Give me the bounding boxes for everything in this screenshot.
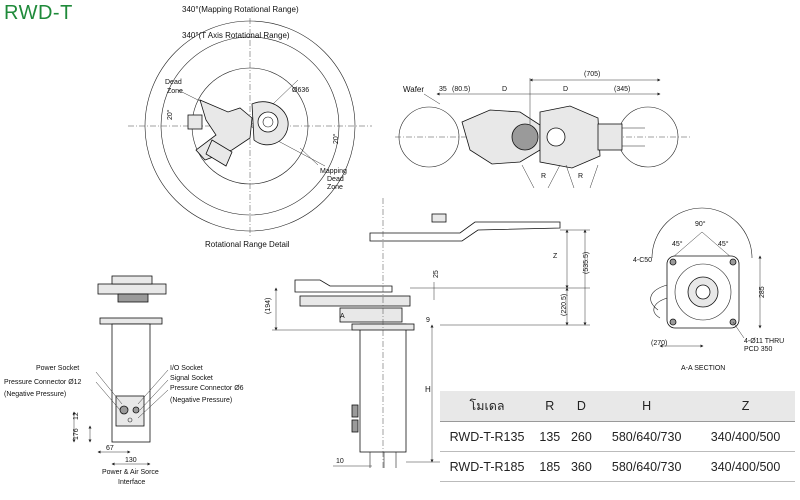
- dim-345: (345): [614, 86, 630, 93]
- model-title: RWD-T: [4, 2, 73, 24]
- dim-h: H: [425, 385, 431, 394]
- dim-d-2: D: [563, 86, 568, 93]
- diameter-label: Ø636: [292, 87, 309, 94]
- dim-705: (705): [584, 71, 600, 78]
- interface-caption-1: Power & Air Sorce: [102, 469, 159, 476]
- mapping-dead-zone-1: Mapping: [320, 168, 347, 175]
- dim-25: 25: [433, 270, 440, 278]
- mapping-dead-zone-2: Dead: [327, 176, 344, 183]
- dim-9: 9: [426, 317, 430, 324]
- wafer-label: Wafer: [403, 85, 424, 94]
- cell-h: 580/640/730: [597, 451, 697, 482]
- header-h: H: [597, 391, 697, 422]
- pressure-6-label: Pressure Connector Ø6: [170, 385, 244, 392]
- angle-90: 90°: [695, 220, 706, 228]
- arm-links: [461, 105, 645, 169]
- dim-535-5: (535.5): [583, 252, 590, 274]
- cell-z: 340/400/500: [696, 421, 795, 452]
- chamfer-label: 4-C50: [633, 257, 652, 264]
- section-a-a-view: 90° 45° 45° 4-C50 285 (270) 4-Ø11 THRU P…: [633, 207, 784, 372]
- dim-r-2: R: [578, 173, 583, 180]
- angle-right-label: 20°: [332, 133, 340, 144]
- dim-35: 35: [439, 86, 447, 93]
- io-socket-label: I/O Socket: [170, 365, 203, 372]
- spec-table: โมเดล R D H Z RWD-T-R135 135 260 580/640…: [440, 391, 795, 482]
- cell-z: 340/400/500: [696, 451, 795, 482]
- mapping-dead-zone-3: Zone: [327, 184, 343, 191]
- interface-view: Power Socket Pressure Connector Ø12 (Neg…: [4, 275, 244, 486]
- cell-model: RWD-T-R135: [440, 421, 534, 452]
- outer-range-label: 340°(Mapping Rotational Range): [182, 5, 299, 14]
- angle-left-label: 20°: [166, 109, 174, 120]
- holes-label-2: PCD 350: [744, 346, 773, 353]
- inner-range-label: 340°(T Axis Rotational Range): [182, 31, 290, 40]
- cell-h: 580/640/730: [597, 421, 697, 452]
- cell-model: RWD-T-R185: [440, 451, 534, 482]
- angle-45-a: 45°: [672, 240, 683, 248]
- header-r: R: [534, 391, 566, 422]
- rotational-range-view: 340°(Mapping Rotational Range) 340°(T Ax…: [128, 5, 372, 249]
- neg-pressure-1-label: (Negative Pressure): [4, 391, 66, 398]
- header-d: D: [565, 391, 598, 422]
- header-model: โมเดล: [440, 391, 534, 422]
- dim-194: (194): [265, 298, 272, 314]
- pressure-12-label: Pressure Connector Ø12: [4, 379, 82, 386]
- dim-12: 12: [73, 412, 80, 420]
- spec-table-header: โมเดล R D H Z: [440, 391, 795, 422]
- dead-zone-label-2: Zone: [167, 88, 183, 95]
- power-socket-label: Power Socket: [36, 365, 79, 372]
- dim-80-5: (80.5): [452, 86, 470, 93]
- cell-r: 135: [534, 421, 566, 452]
- dim-130: 130: [125, 457, 137, 464]
- dead-zone-label-1: Dead: [165, 79, 182, 86]
- dim-67: 67: [106, 445, 114, 452]
- dim-176: 176: [73, 428, 80, 440]
- dim-10: 10: [336, 458, 344, 465]
- dim-285: 285: [759, 286, 766, 298]
- table-row: RWD-T-R185 185 360 580/640/730 340/400/5…: [440, 451, 795, 482]
- signal-socket-label: Signal Socket: [170, 375, 213, 382]
- angle-45-b: 45°: [718, 240, 729, 248]
- holes-label-1: 4-Ø11 THRU: [744, 338, 784, 345]
- dim-z: Z: [553, 253, 558, 260]
- cell-r: 185: [534, 451, 566, 482]
- interface-caption-2: Interface: [118, 479, 145, 486]
- dim-d-1: D: [502, 86, 507, 93]
- cell-d: 260: [565, 421, 598, 452]
- section-mark: A: [340, 313, 345, 320]
- cell-d: 360: [565, 451, 598, 482]
- dim-r-1: R: [541, 173, 546, 180]
- dim-220-5: (220.5): [561, 294, 568, 316]
- section-caption: A-A SECTION: [681, 365, 725, 372]
- dim-270: (270): [651, 340, 667, 347]
- header-z: Z: [696, 391, 795, 422]
- robot-top-silhouette: [187, 99, 289, 167]
- side-view: Z (535.5) (220.5) 25 (194) 9 H 10 A: [265, 198, 590, 470]
- arm-extension-view: Wafer 35 (80.5) D D (705) (345) R R: [395, 71, 690, 189]
- rotational-range-caption: Rotational Range Detail: [205, 240, 290, 249]
- table-row: RWD-T-R135 135 260 580/640/730 340/400/5…: [440, 421, 795, 452]
- neg-pressure-2-label: (Negative Pressure): [170, 397, 232, 404]
